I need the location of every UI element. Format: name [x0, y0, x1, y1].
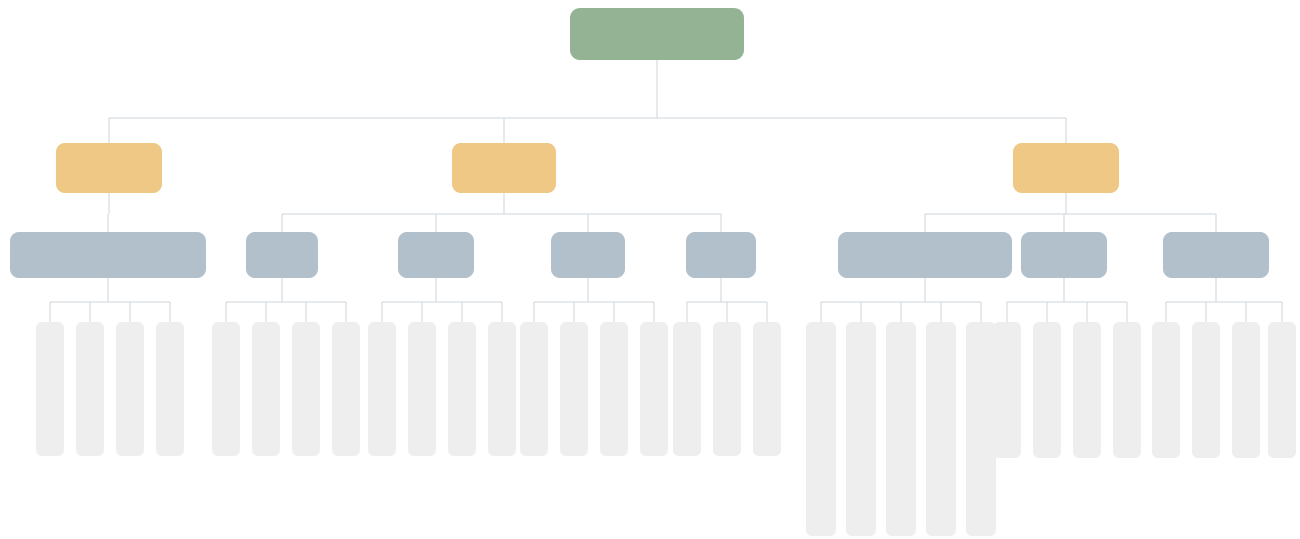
- leaf-node-0-0-1[interactable]: [76, 322, 104, 456]
- group-node-0-0[interactable]: [10, 232, 206, 278]
- leaf-node-2-0-1[interactable]: [846, 322, 876, 536]
- root-node[interactable]: [570, 8, 744, 60]
- leaf-node-1-0-1[interactable]: [252, 322, 280, 456]
- leaf-node-0-0-3[interactable]: [156, 322, 184, 456]
- leaf-node-2-0-0[interactable]: [806, 322, 836, 536]
- leaf-node-1-2-0[interactable]: [520, 322, 548, 456]
- group-node-2-2[interactable]: [1163, 232, 1269, 278]
- group-node-1-0[interactable]: [246, 232, 318, 278]
- leaf-node-1-3-2[interactable]: [753, 322, 781, 456]
- leaf-node-2-2-3[interactable]: [1268, 322, 1296, 458]
- branch-node-2[interactable]: [1013, 143, 1119, 193]
- leaf-node-2-1-2[interactable]: [1073, 322, 1101, 458]
- group-node-1-2[interactable]: [551, 232, 625, 278]
- group-node-1-3[interactable]: [686, 232, 756, 278]
- leaf-node-1-1-1[interactable]: [408, 322, 436, 456]
- leaf-node-1-1-2[interactable]: [448, 322, 476, 456]
- leaf-node-2-1-3[interactable]: [1113, 322, 1141, 458]
- leaf-node-1-1-0[interactable]: [368, 322, 396, 456]
- leaf-node-2-2-0[interactable]: [1152, 322, 1180, 458]
- branch-node-1[interactable]: [452, 143, 556, 193]
- leaf-node-1-0-0[interactable]: [212, 322, 240, 456]
- leaf-node-1-1-3[interactable]: [488, 322, 516, 456]
- leaf-node-2-1-0[interactable]: [993, 322, 1021, 458]
- leaf-node-1-3-0[interactable]: [673, 322, 701, 456]
- leaf-node-1-0-2[interactable]: [292, 322, 320, 456]
- leaf-node-1-2-1[interactable]: [560, 322, 588, 456]
- leaf-node-1-3-1[interactable]: [713, 322, 741, 456]
- leaf-node-1-2-2[interactable]: [600, 322, 628, 456]
- leaf-node-2-0-3[interactable]: [926, 322, 956, 536]
- branch-node-0[interactable]: [56, 143, 162, 193]
- group-node-2-1[interactable]: [1021, 232, 1107, 278]
- leaf-node-2-0-4[interactable]: [966, 322, 996, 536]
- leaf-node-2-2-1[interactable]: [1192, 322, 1220, 458]
- group-node-1-1[interactable]: [398, 232, 474, 278]
- group-node-2-0[interactable]: [838, 232, 1012, 278]
- leaf-node-1-2-3[interactable]: [640, 322, 668, 456]
- leaf-node-0-0-0[interactable]: [36, 322, 64, 456]
- leaf-node-1-0-3[interactable]: [332, 322, 360, 456]
- leaf-node-2-2-2[interactable]: [1232, 322, 1260, 458]
- leaf-node-2-0-2[interactable]: [886, 322, 916, 536]
- leaf-node-0-0-2[interactable]: [116, 322, 144, 456]
- leaf-node-2-1-1[interactable]: [1033, 322, 1061, 458]
